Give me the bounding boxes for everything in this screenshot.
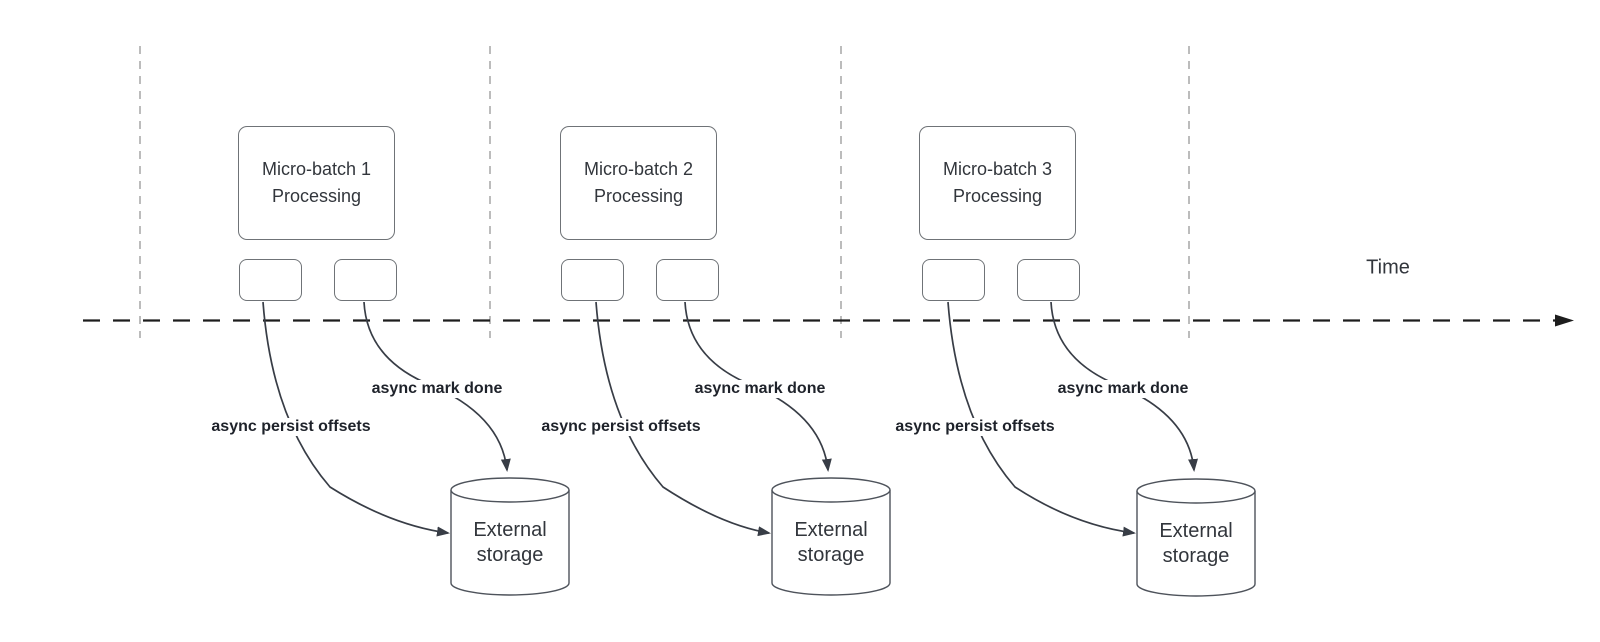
micro-batch-1-processing-box: Micro-batch 1 Processing xyxy=(238,126,395,240)
persist-offsets-task-box-1 xyxy=(239,259,302,301)
external-storage-label-2: External storage xyxy=(794,519,868,566)
mark-done-label-1: async mark done xyxy=(368,380,506,398)
mark-done-label-2: async mark done xyxy=(691,380,829,398)
external-storage-cylinder-1 xyxy=(450,477,570,596)
micro-batch-name: Micro-batch 2 xyxy=(583,159,694,179)
micro-batch-subtitle: Processing xyxy=(593,186,684,206)
external-storage-cylinder-3 xyxy=(1136,478,1256,597)
mark-done-task-box-3 xyxy=(1017,259,1080,301)
external-storage-cylinder-2 xyxy=(771,477,891,596)
persist-offsets-label-1: async persist offsets xyxy=(208,418,374,436)
mark-done-task-box-1 xyxy=(334,259,397,301)
persist-offsets-arrow-2 xyxy=(595,301,771,537)
external-storage-label-3: External storage xyxy=(1159,520,1233,567)
time-axis-label: Time xyxy=(1366,256,1410,279)
persist-offsets-label-3: async persist offsets xyxy=(892,418,1058,436)
persist-offsets-arrow-1 xyxy=(262,301,450,537)
micro-batch-2-processing-box: Micro-batch 2 Processing xyxy=(560,126,717,240)
mark-done-task-box-2 xyxy=(656,259,719,301)
persist-offsets-label-2: async persist offsets xyxy=(538,418,704,436)
persist-offsets-arrow-3 xyxy=(947,301,1136,537)
external-storage-label-1: External storage xyxy=(473,519,547,566)
micro-batch-name: Micro-batch 1 xyxy=(261,159,372,179)
micro-batch-name: Micro-batch 3 xyxy=(942,159,1053,179)
micro-batch-3-processing-box: Micro-batch 3 Processing xyxy=(919,126,1076,240)
persist-offsets-task-box-2 xyxy=(561,259,624,301)
mark-done-label-3: async mark done xyxy=(1054,380,1192,398)
persist-offsets-task-box-3 xyxy=(922,259,985,301)
micro-batch-subtitle: Processing xyxy=(952,186,1043,206)
micro-batch-subtitle: Processing xyxy=(271,186,362,206)
